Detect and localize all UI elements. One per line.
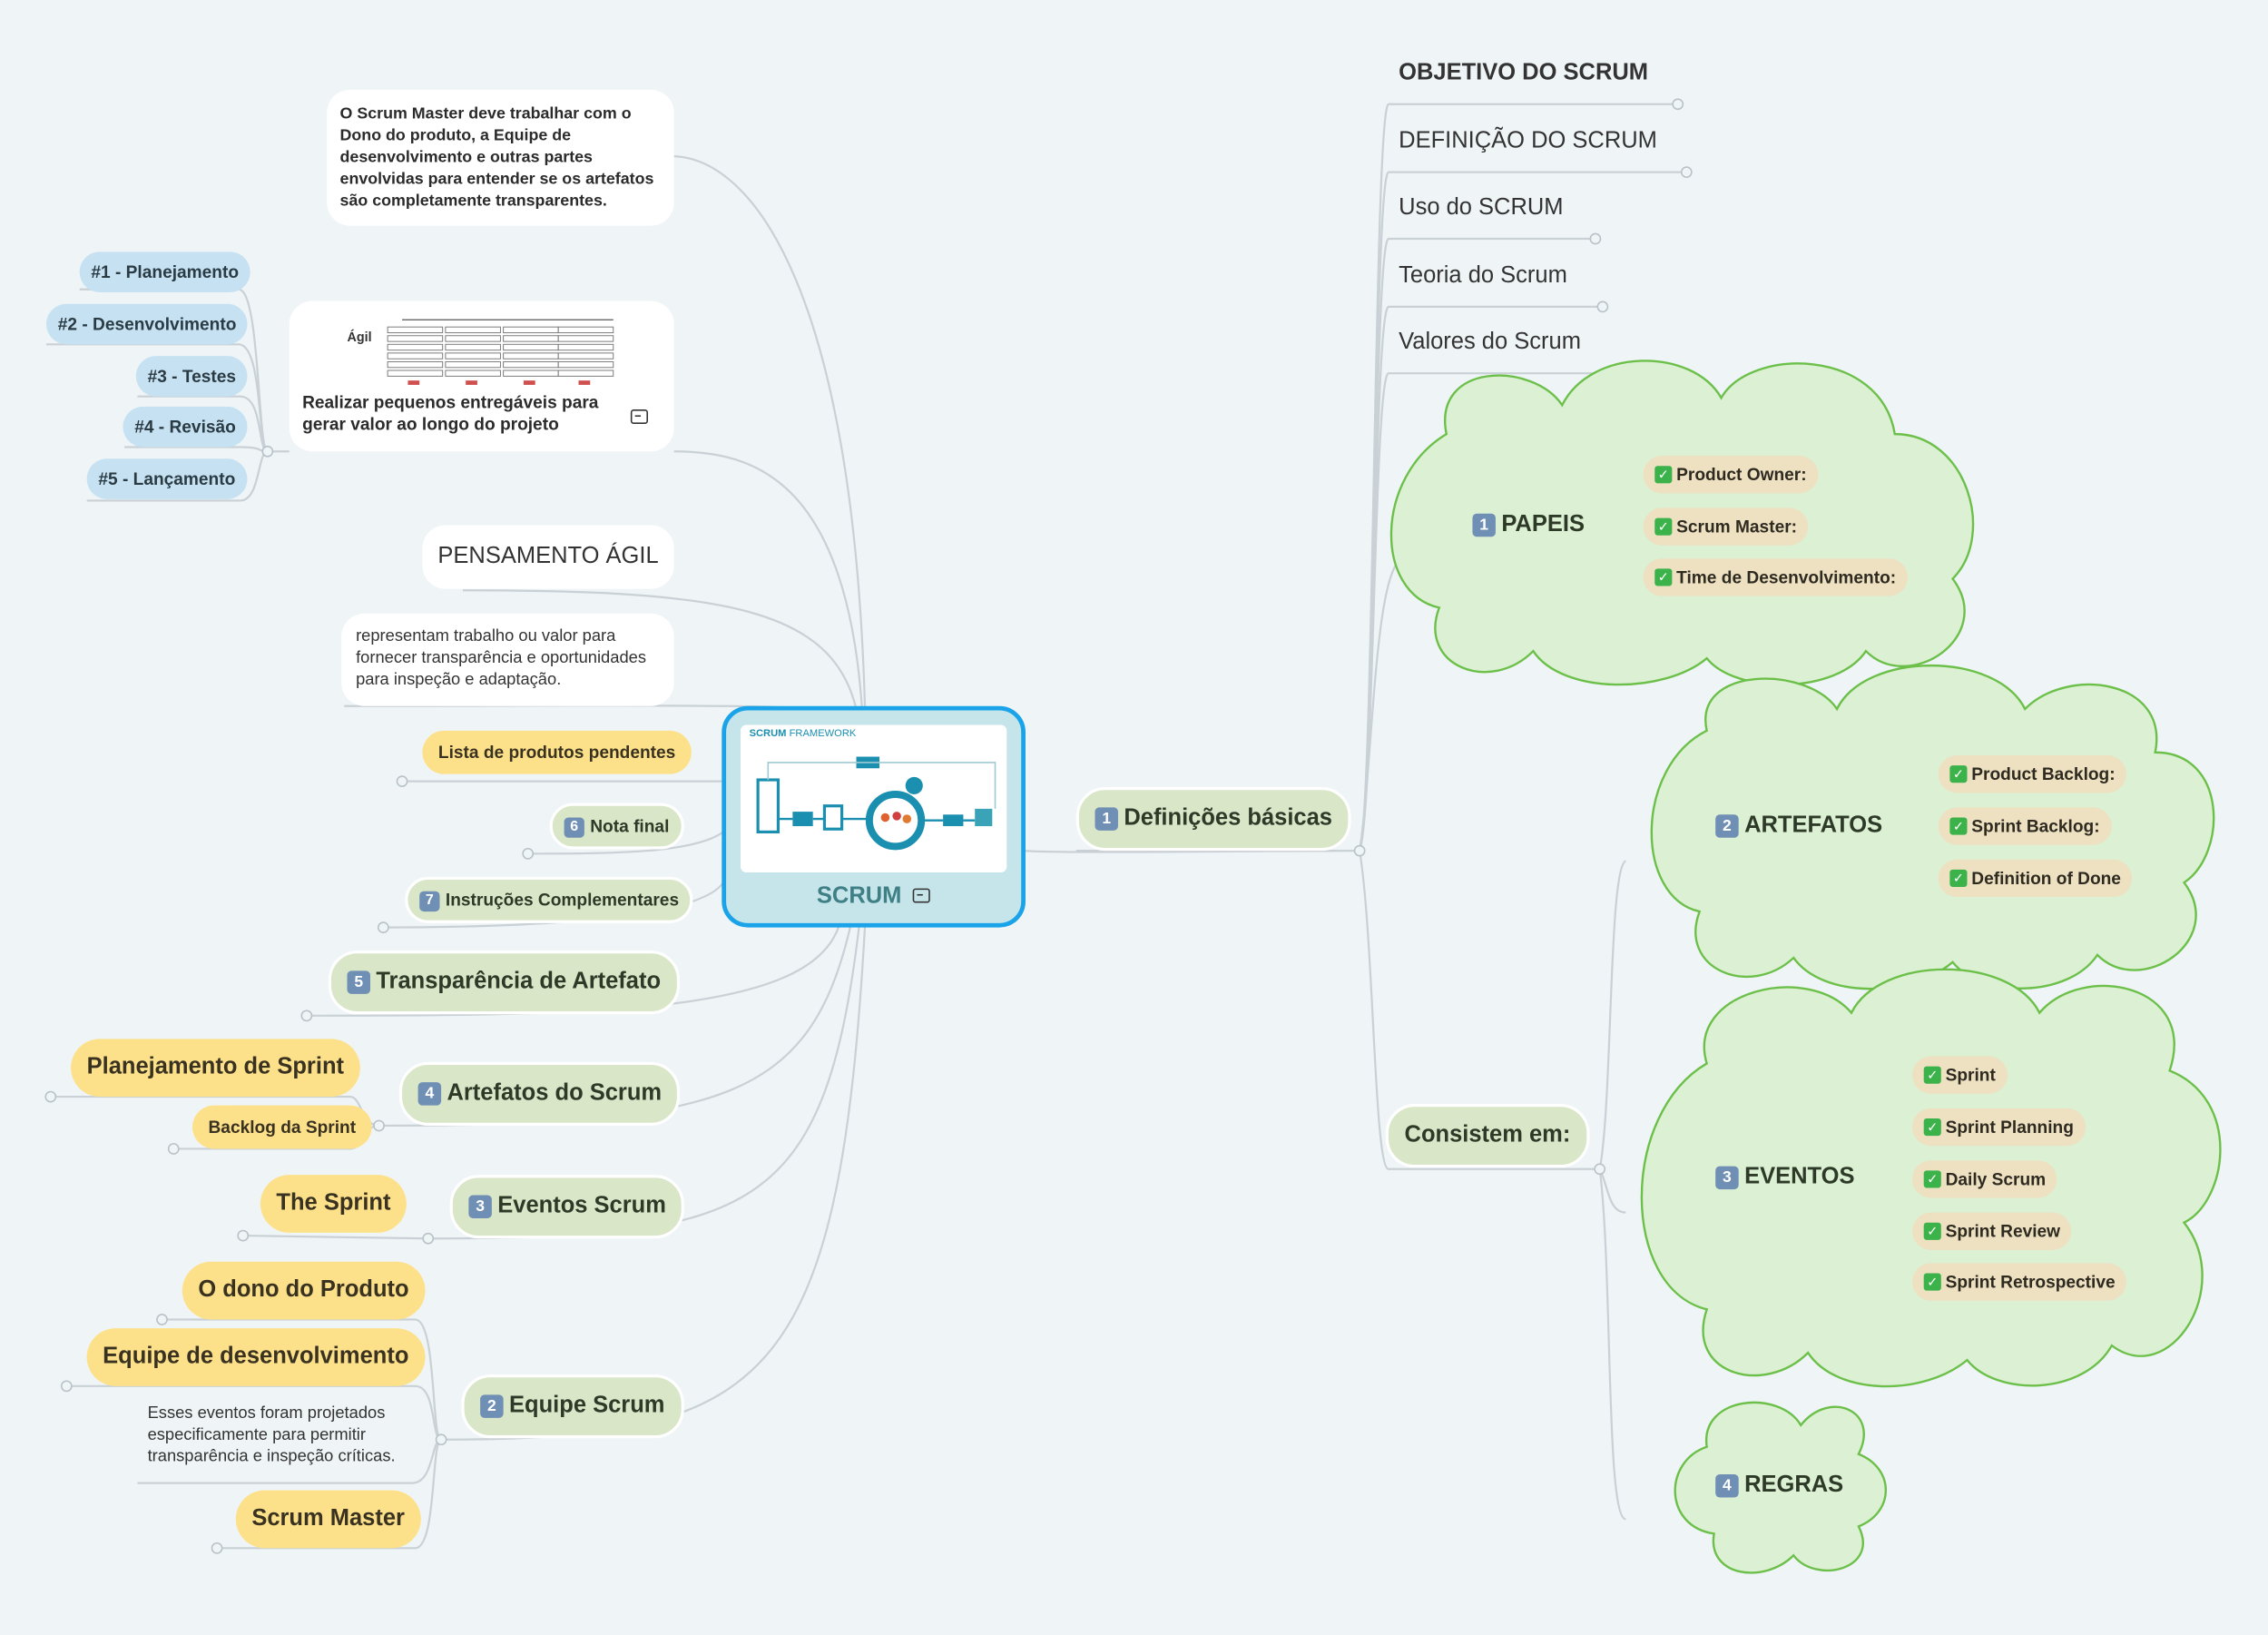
keycap-number-icon: 5 — [347, 970, 370, 994]
papel-time-desenvolvimento[interactable]: ✓Time de Desenvolvimento: — [1643, 558, 1908, 596]
artefato-product-backlog[interactable]: ✓Product Backlog: — [1938, 754, 2127, 793]
central-topic-scrum[interactable]: SCRUM FRAMEWORK SCRUM — [722, 705, 1026, 928]
evento-sprint-retrospective[interactable]: ✓Sprint Retrospective — [1911, 1263, 2127, 1301]
evento-sprint[interactable]: ✓Sprint — [1911, 1056, 2008, 1094]
agil-image: Ágil — [333, 312, 623, 388]
equipe-de-desenvolvimento[interactable]: Equipe de desenvolvimento — [86, 1328, 425, 1386]
representam-note[interactable]: representam trabalho ou valor para forne… — [341, 613, 674, 706]
papel-scrum-master[interactable]: ✓Scrum Master: — [1643, 507, 1809, 546]
keycap-number-icon: 4 — [417, 1082, 442, 1106]
definicao-do-scrum[interactable]: DEFINIÇÃO DO SCRUM — [1399, 128, 1657, 153]
evento-sprint-review[interactable]: ✓Sprint Review — [1911, 1212, 2072, 1250]
scrum-framework-image: SCRUM FRAMEWORK — [741, 724, 1007, 873]
scrum-master-note[interactable]: O Scrum Master deve trabalhar com o Dono… — [327, 89, 674, 226]
check-icon: ✓ — [1949, 869, 1968, 887]
agil-card[interactable]: Ágil Realizar pequenos entregáveis para … — [289, 300, 674, 452]
cloud-regras — [1674, 1401, 1888, 1574]
keycap-number-icon: 6 — [564, 817, 584, 838]
valores-do-scrum[interactable]: Valores do Scrum — [1399, 330, 1581, 355]
evento-daily-scrum[interactable]: ✓Daily Scrum — [1911, 1160, 2057, 1198]
central-title: SCRUM — [816, 883, 902, 909]
keycap-number-icon: 7 — [419, 891, 440, 912]
image-icon — [630, 409, 648, 424]
pensamento-agil[interactable]: PENSAMENTO ÁGIL — [422, 525, 674, 589]
phase-revisao[interactable]: #4 - Revisão — [123, 406, 248, 448]
framework-brand: SCRUM — [749, 729, 787, 740]
cloud-artefatos — [1650, 665, 2215, 990]
image-icon — [913, 888, 931, 903]
check-icon: ✓ — [1949, 817, 1968, 835]
keycap-number-icon: 2 — [480, 1394, 504, 1418]
uso-do-scrum[interactable]: Uso do SCRUM — [1399, 195, 1564, 221]
check-icon: ✓ — [1923, 1170, 1941, 1188]
planejamento-de-sprint[interactable]: Planejamento de Sprint — [71, 1039, 360, 1098]
scrum-master-leaf[interactable]: Scrum Master — [235, 1490, 421, 1549]
phase-testes[interactable]: #3 - Testes — [135, 356, 248, 397]
check-icon: ✓ — [1923, 1066, 1941, 1084]
check-icon: ✓ — [1654, 517, 1673, 536]
check-icon: ✓ — [1923, 1118, 1941, 1137]
keycap-number-icon: 3 — [1715, 1166, 1739, 1190]
agil-timeline-icon — [387, 319, 614, 385]
lista-produtos-pendentes[interactable]: Lista de produtos pendentes — [422, 730, 692, 774]
check-icon: ✓ — [1654, 568, 1673, 586]
objetivo-do-scrum[interactable]: OBJETIVO DO SCRUM — [1399, 60, 1649, 86]
consistem-em[interactable]: Consistem em: — [1385, 1104, 1590, 1168]
keycap-number-icon: 2 — [1715, 814, 1739, 838]
artefato-definition-of-done[interactable]: ✓Definition of Done — [1938, 859, 2133, 898]
framework-diagram-icon — [756, 756, 997, 851]
evento-sprint-planning[interactable]: ✓Sprint Planning — [1911, 1108, 2086, 1147]
papel-product-owner[interactable]: ✓Product Owner: — [1643, 456, 1819, 494]
backlog-da-sprint[interactable]: Backlog da Sprint — [191, 1105, 372, 1149]
keycap-number-icon: 1 — [1095, 807, 1118, 831]
artefato-sprint-backlog[interactable]: ✓Sprint Backlog: — [1938, 807, 2112, 845]
teoria-do-scrum[interactable]: Teoria do Scrum — [1399, 263, 1567, 289]
the-sprint[interactable]: The Sprint — [260, 1175, 407, 1233]
check-icon: ✓ — [1654, 466, 1673, 484]
check-icon: ✓ — [1949, 765, 1968, 783]
keycap-number-icon: 3 — [468, 1195, 492, 1218]
framework-word: FRAMEWORK — [789, 729, 857, 740]
phase-planejamento[interactable]: #1 - Planejamento — [79, 251, 250, 292]
equipe-note[interactable]: Esses eventos foram projetados especific… — [147, 1404, 396, 1466]
check-icon: ✓ — [1923, 1273, 1941, 1291]
o-dono-do-produto[interactable]: O dono do Produto — [182, 1261, 426, 1320]
check-icon: ✓ — [1923, 1222, 1941, 1240]
phase-desenvolvimento[interactable]: #2 - Desenvolvimento — [46, 303, 249, 345]
keycap-number-icon: 4 — [1715, 1474, 1739, 1498]
phase-lancamento[interactable]: #5 - Lançamento — [86, 458, 248, 499]
keycap-number-icon: 1 — [1472, 513, 1496, 537]
